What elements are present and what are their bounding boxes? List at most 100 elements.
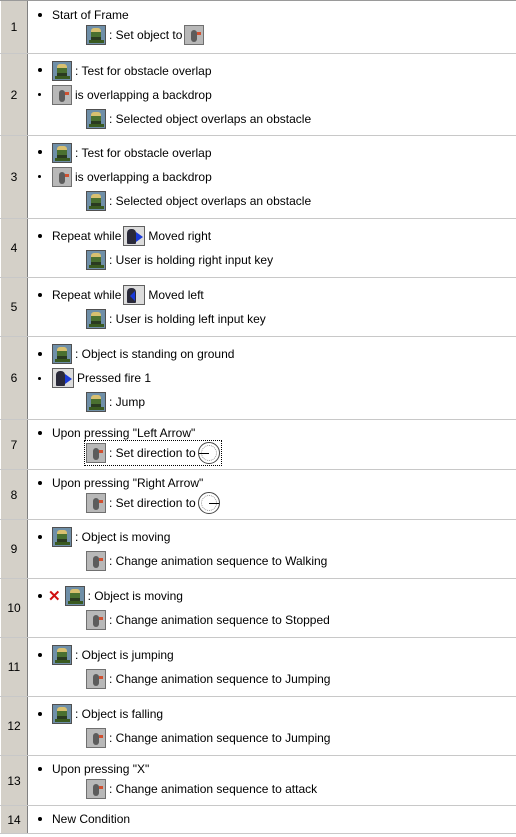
line-number: 10 bbox=[0, 579, 28, 637]
event-row[interactable]: 6 : Object is standing on ground Pressed… bbox=[0, 337, 516, 420]
condition-line[interactable]: : Test for obstacle overlap bbox=[52, 142, 212, 164]
event-row[interactable]: 3 : Test for obstacle overlap is overlap… bbox=[0, 136, 516, 219]
condition-bullet bbox=[38, 377, 41, 380]
condition-line[interactable]: Upon pressing "Left Arrow" bbox=[52, 422, 195, 444]
event-row[interactable]: 11 : Object is jumping : Change animatio… bbox=[0, 638, 516, 697]
condition-line[interactable]: Upon pressing "Right Arrow" bbox=[52, 472, 203, 494]
line-number: 2 bbox=[0, 54, 28, 135]
event-row[interactable]: 13 Upon pressing "X" : Change animation … bbox=[0, 756, 516, 806]
action-text: : Change animation sequence to attack bbox=[109, 782, 318, 796]
action-line[interactable]: : Set direction to bbox=[84, 440, 222, 466]
object-icon bbox=[52, 344, 72, 364]
event-row[interactable]: 10 ✕ : Object is moving : Change animati… bbox=[0, 579, 516, 638]
action-line[interactable]: : Change animation sequence to Jumping bbox=[86, 668, 330, 690]
condition-line[interactable]: Repeat while Moved left bbox=[52, 284, 204, 306]
new-condition-text: New Condition bbox=[52, 812, 131, 826]
player-input-icon bbox=[123, 285, 146, 305]
event-row[interactable]: 9 : Object is moving : Change animation … bbox=[0, 520, 516, 579]
condition-bullet bbox=[38, 352, 42, 356]
condition-text: : Test for obstacle overlap bbox=[75, 146, 212, 160]
action-line[interactable]: : Change animation sequence to Stopped bbox=[86, 609, 330, 631]
condition-line[interactable]: ✕ : Object is moving bbox=[48, 585, 183, 607]
action-text: : User is holding left input key bbox=[109, 312, 266, 326]
condition-text: : Object is moving bbox=[75, 530, 171, 544]
condition-text: : Object is falling bbox=[75, 707, 164, 721]
action-text: : Set object to bbox=[109, 28, 183, 42]
event-row[interactable]: 7 Upon pressing "Left Arrow" : Set direc… bbox=[0, 420, 516, 470]
condition-bullet bbox=[38, 150, 42, 154]
condition-line[interactable]: Pressed fire 1 bbox=[52, 367, 151, 389]
condition-text: is overlapping a backdrop bbox=[75, 170, 212, 184]
condition-bullet bbox=[38, 93, 41, 96]
condition-line[interactable]: is overlapping a backdrop bbox=[52, 84, 212, 106]
new-condition-line[interactable]: New Condition bbox=[52, 808, 130, 830]
object-icon bbox=[52, 61, 72, 81]
action-text: : Set direction to bbox=[109, 496, 196, 510]
action-text: : Jump bbox=[109, 395, 146, 409]
action-line[interactable]: : User is holding left input key bbox=[86, 308, 266, 330]
action-text: : User is holding right input key bbox=[109, 253, 274, 267]
event-row[interactable]: 4 Repeat while Moved right : User is hol… bbox=[0, 219, 516, 278]
active-object-icon bbox=[86, 493, 106, 513]
condition-line[interactable]: : Test for obstacle overlap bbox=[52, 60, 212, 82]
action-line[interactable]: : Change animation sequence to Walking bbox=[86, 550, 327, 572]
active-object-icon bbox=[86, 610, 106, 630]
condition-bullet bbox=[38, 481, 42, 485]
condition-bullet bbox=[38, 68, 42, 72]
action-line[interactable]: : User is holding right input key bbox=[86, 249, 273, 271]
condition-line[interactable]: is overlapping a backdrop bbox=[52, 166, 212, 188]
condition-line[interactable]: : Object is falling bbox=[52, 703, 163, 725]
event-row[interactable]: 1 Start of Frame : Set object to bbox=[0, 1, 516, 54]
action-line[interactable]: : Set object to bbox=[86, 24, 207, 46]
condition-bullet bbox=[38, 431, 42, 435]
line-number: 1 bbox=[0, 1, 28, 53]
condition-line[interactable]: Upon pressing "X" bbox=[52, 758, 149, 780]
condition-text: Upon pressing "Right Arrow" bbox=[52, 476, 204, 490]
active-object-icon bbox=[184, 25, 205, 45]
action-text: : Change animation sequence to Stopped bbox=[109, 613, 330, 627]
action-line[interactable]: : Change animation sequence to Jumping bbox=[86, 727, 330, 749]
line-number: 8 bbox=[0, 470, 28, 519]
object-icon bbox=[64, 586, 85, 606]
condition-bullet bbox=[38, 594, 42, 598]
object-icon bbox=[86, 392, 106, 412]
action-line[interactable]: : Selected object overlaps an obstacle bbox=[86, 108, 311, 130]
active-object-icon bbox=[86, 443, 106, 463]
object-icon bbox=[52, 704, 72, 724]
event-row[interactable]: 2 : Test for obstacle overlap is overlap… bbox=[0, 54, 516, 136]
object-icon bbox=[86, 309, 106, 329]
event-row[interactable]: 8 Upon pressing "Right Arrow" : Set dire… bbox=[0, 470, 516, 520]
condition-line[interactable]: : Object is standing on ground bbox=[52, 343, 234, 365]
condition-text: Pressed fire 1 bbox=[77, 371, 152, 385]
condition-line[interactable]: Repeat while Moved right bbox=[52, 225, 211, 247]
action-line[interactable]: : Jump bbox=[86, 391, 145, 413]
condition-line[interactable]: : Object is jumping bbox=[52, 644, 174, 666]
condition-text: : Object is jumping bbox=[75, 648, 174, 662]
event-row[interactable]: 14 New Condition bbox=[0, 806, 516, 834]
condition-text: : Test for obstacle overlap bbox=[75, 64, 212, 78]
event-row[interactable]: 12 : Object is falling : Change animatio… bbox=[0, 697, 516, 756]
condition-suffix: Moved left bbox=[148, 288, 204, 302]
condition-line[interactable]: Start of Frame bbox=[52, 4, 129, 26]
condition-bullet bbox=[38, 767, 42, 771]
active-object-icon bbox=[86, 779, 106, 799]
action-text: : Change animation sequence to Jumping bbox=[109, 731, 331, 745]
action-line[interactable]: : Set direction to bbox=[86, 492, 220, 514]
line-number: 13 bbox=[0, 756, 28, 805]
condition-text: is overlapping a backdrop bbox=[75, 88, 212, 102]
direction-icon bbox=[197, 442, 220, 464]
action-text: : Change animation sequence to Walking bbox=[109, 554, 328, 568]
action-line[interactable]: : Change animation sequence to attack bbox=[86, 778, 317, 800]
action-text: : Set direction to bbox=[109, 446, 196, 460]
line-number: 11 bbox=[0, 638, 28, 696]
line-number: 5 bbox=[0, 278, 28, 336]
object-icon bbox=[52, 527, 72, 547]
event-row[interactable]: 5 Repeat while Moved left : User is hold… bbox=[0, 278, 516, 337]
condition-bullet bbox=[38, 535, 42, 539]
condition-text: : Object is moving bbox=[87, 589, 183, 603]
action-text: : Change animation sequence to Jumping bbox=[109, 672, 331, 686]
condition-line[interactable]: : Object is moving bbox=[52, 526, 170, 548]
player-input-icon bbox=[123, 226, 146, 246]
action-line[interactable]: : Selected object overlaps an obstacle bbox=[86, 190, 311, 212]
condition-text: Upon pressing "X" bbox=[52, 762, 150, 776]
